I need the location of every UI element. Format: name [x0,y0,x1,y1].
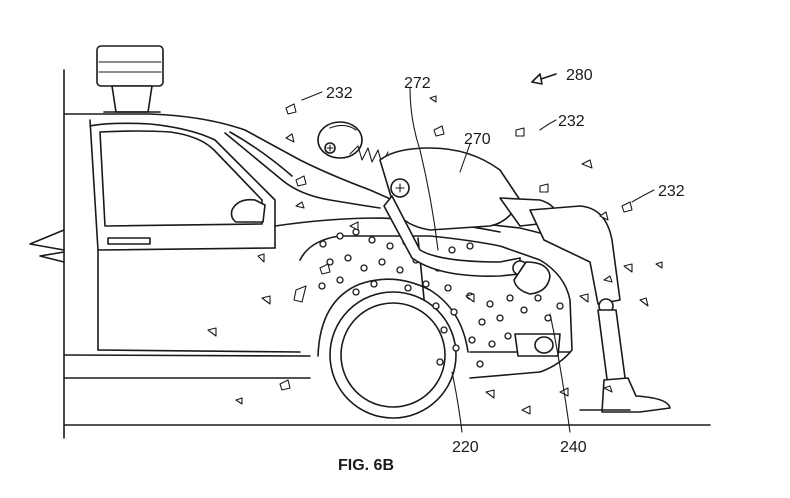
ref-270-label: 270 [464,131,491,148]
front-wheel [317,278,469,419]
ref-220-label: 220 [452,439,479,456]
ref-232-label-far-right: 232 [658,183,685,200]
debris-particles [207,95,663,415]
figure-caption: FIG. 6B [338,457,394,474]
roof-sensor [96,45,164,113]
vehicle-body [29,113,573,381]
ref-232-label-right: 232 [558,113,585,130]
ref-280-label: 280 [566,67,593,84]
leader-lines [301,73,655,433]
ref-232-label-top: 232 [326,85,353,102]
pedestrian-head [317,121,363,159]
pedestrian [317,121,671,413]
ref-272-label: 272 [404,75,431,92]
ref-240-label: 240 [560,439,587,456]
